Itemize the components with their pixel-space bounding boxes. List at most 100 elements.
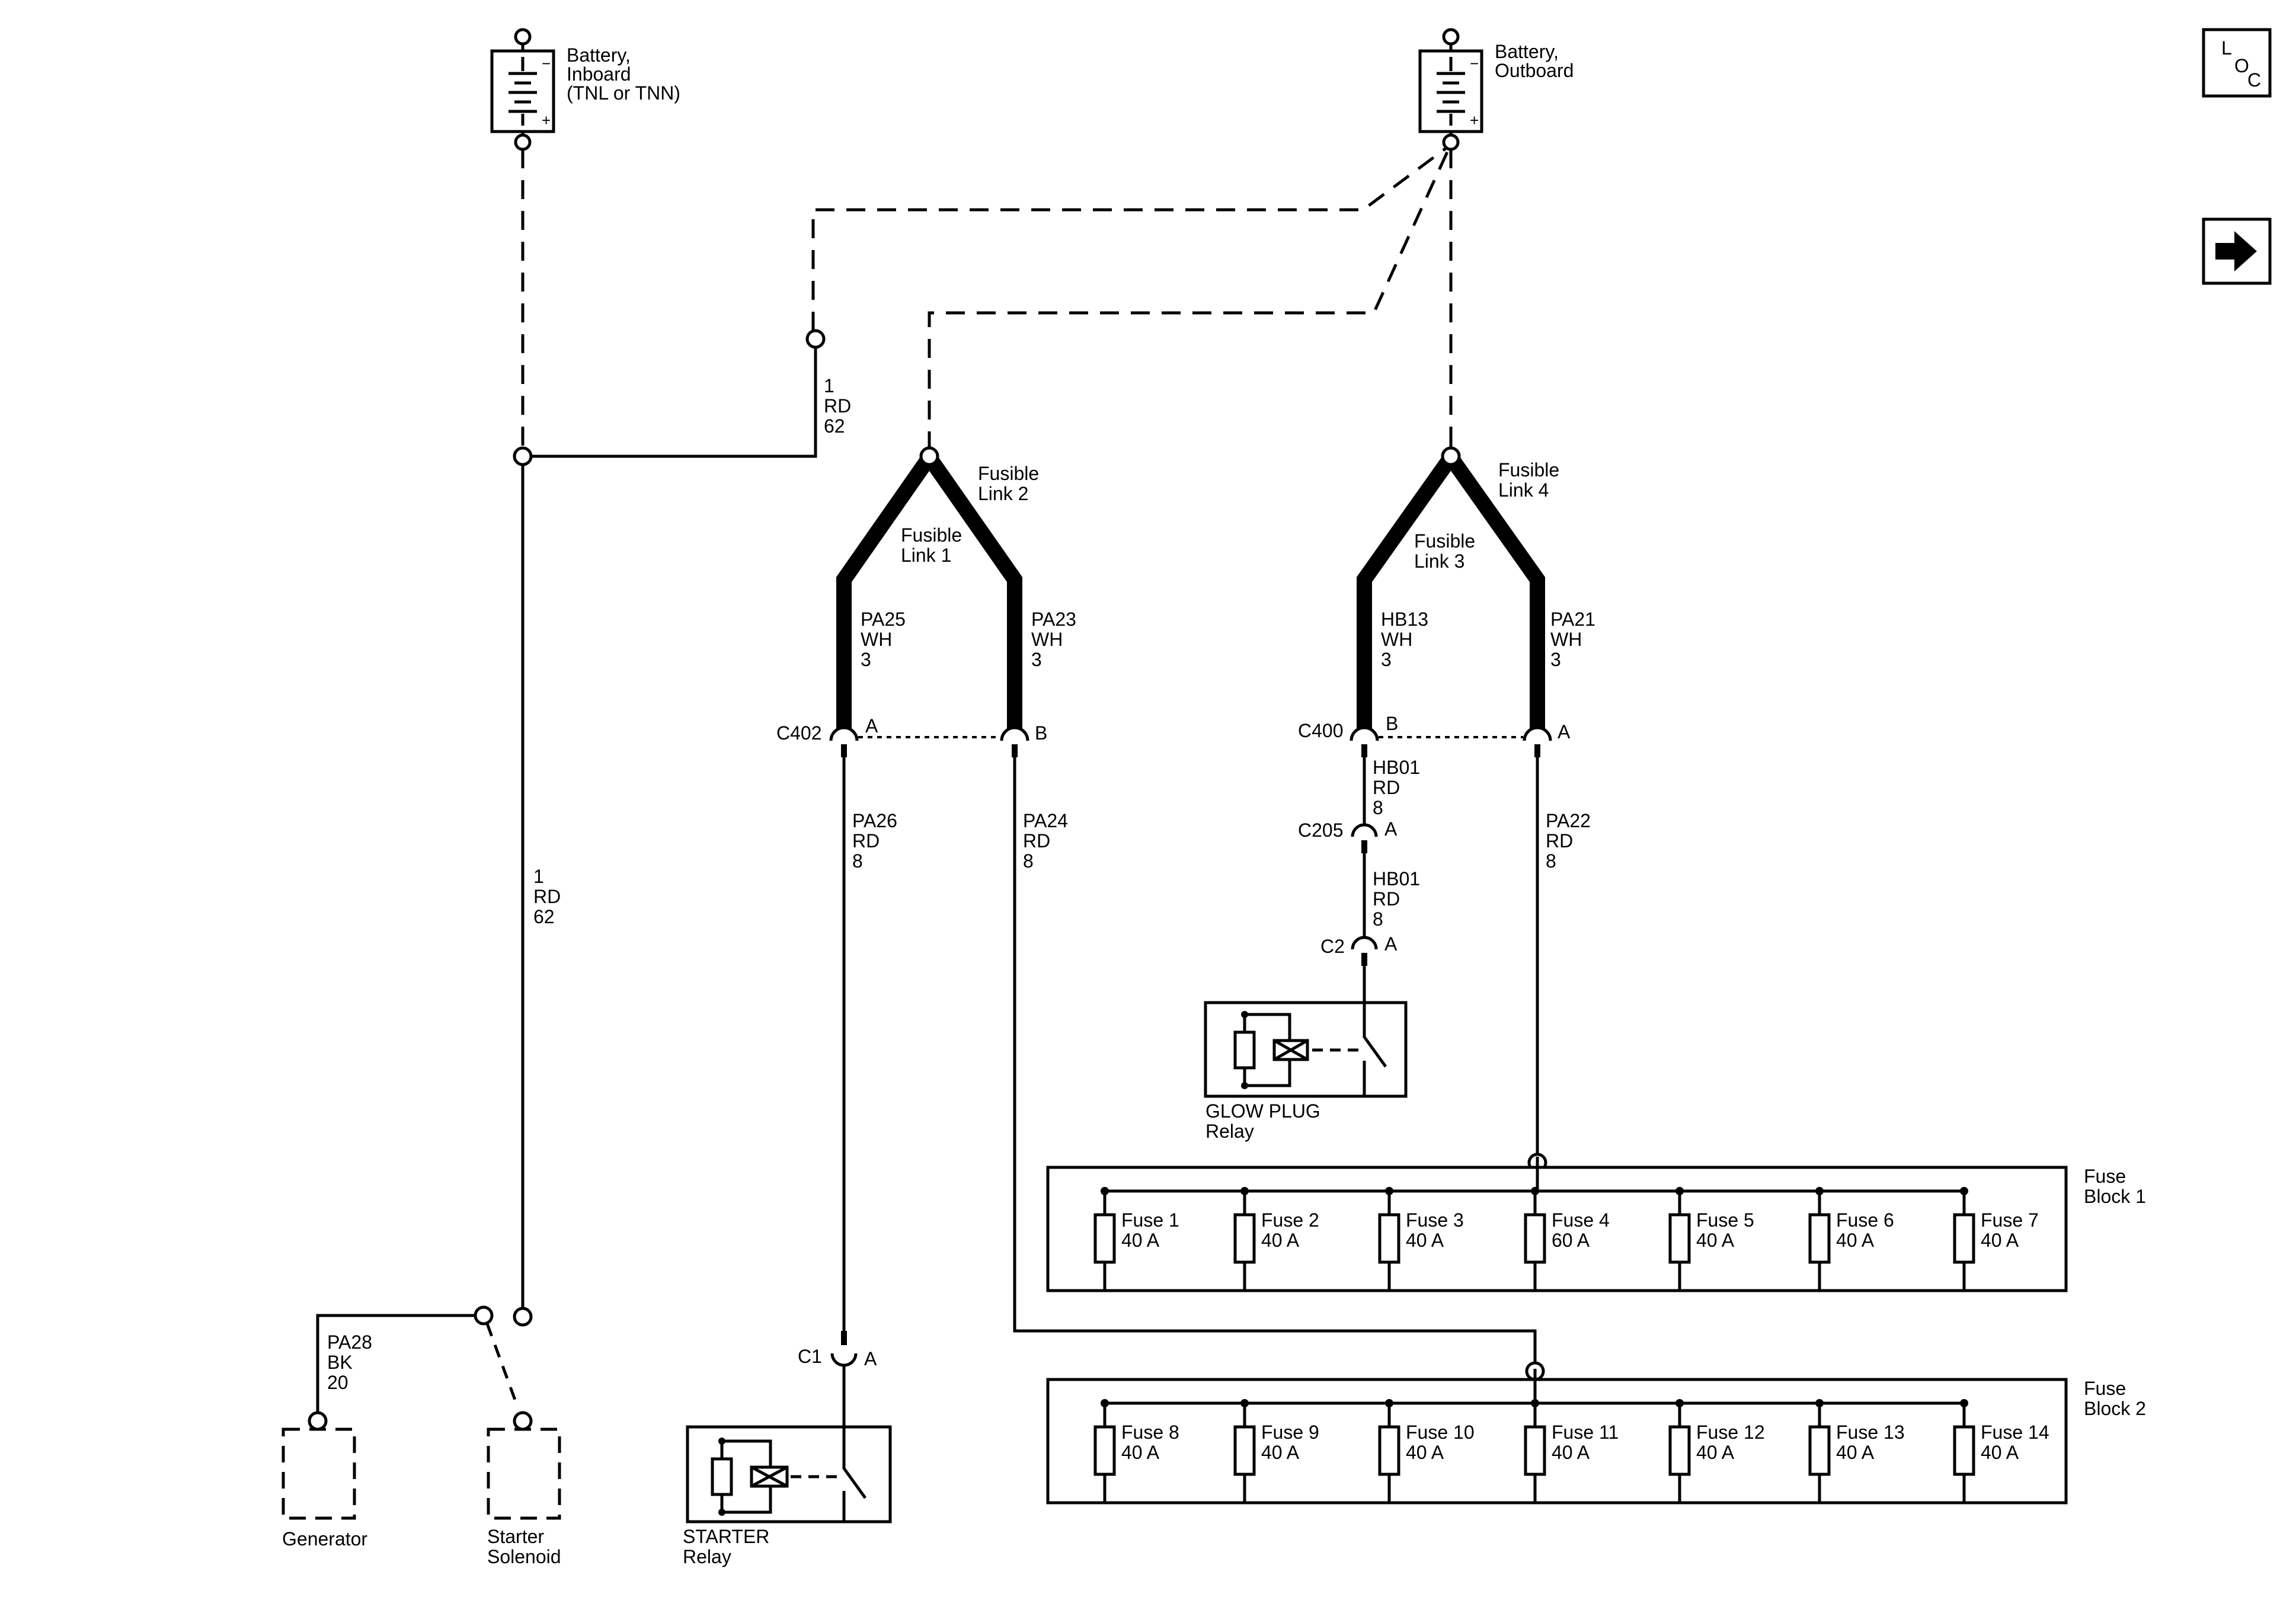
wire-label: RD	[1023, 830, 1050, 852]
loc-letter-c: C	[2247, 69, 2261, 91]
fusible-link-1-2-node	[919, 446, 939, 466]
wire-label: RD	[824, 395, 851, 417]
fuse-name-label: Fuse 5	[1696, 1209, 1754, 1231]
starter-solenoid-label-2: Solenoid	[487, 1546, 561, 1567]
fuse-element	[1233, 1213, 1256, 1264]
wire-label: 62	[824, 415, 845, 437]
fusible-link-label: Link 2	[978, 483, 1028, 504]
fuse-rating-label: 40 A	[1406, 1442, 1444, 1463]
fuse-name-label: Fuse 10	[1406, 1422, 1475, 1443]
fuse-name-label: Fuse 12	[1696, 1422, 1765, 1443]
battery-outboard-plus: +	[1470, 111, 1479, 129]
wire-label: PA28	[327, 1331, 372, 1353]
wire-label: 8	[852, 850, 863, 872]
fuse-8: Fuse 840 A	[1093, 1399, 1179, 1503]
wire-label: 1	[824, 375, 834, 396]
starter-relay-label-2: Relay	[683, 1546, 731, 1567]
fuse-rating-label: 40 A	[1121, 1230, 1160, 1251]
fusible-link-label: Fusible	[901, 524, 962, 546]
fusible-link-3-4-node	[1441, 446, 1461, 466]
connector-pin-label: A	[1384, 818, 1398, 840]
wire-label: WH	[1381, 629, 1412, 650]
connector-pin-label: A	[865, 715, 878, 737]
fuse-rating-label: 40 A	[1696, 1442, 1735, 1463]
fuse-1: Fuse 140 A	[1093, 1187, 1179, 1291]
fuse-name-label: Fuse 13	[1836, 1422, 1905, 1443]
connector-c205	[1351, 823, 1378, 853]
connector-pin-label: B	[1035, 722, 1047, 744]
wire-label: PA21	[1550, 609, 1595, 630]
fuse-element	[1953, 1213, 1975, 1264]
fuse-rating-label: 40 A	[1981, 1230, 2019, 1251]
fuse-block-frame	[1046, 1166, 2068, 1292]
fuse-rating-label: 40 A	[1552, 1442, 1590, 1463]
fusible-link-label: Link 3	[1414, 550, 1464, 572]
battery-inboard-label-3: (TNL or TNN)	[567, 82, 680, 104]
wire-label: HB01	[1373, 868, 1420, 889]
generator-terminal	[308, 1411, 328, 1431]
wire-label: RD	[533, 886, 561, 907]
connector-c2	[1351, 936, 1378, 966]
wire-label: 8	[1023, 850, 1034, 872]
next-page-button[interactable]	[2202, 217, 2272, 285]
wire-label: 3	[1381, 649, 1392, 670]
starter-solenoid-terminal-b	[513, 1307, 533, 1327]
fuse-6: Fuse 640 A	[1808, 1187, 1894, 1291]
fuse-rating-label: 60 A	[1552, 1230, 1590, 1251]
connector-label: C205	[1298, 820, 1344, 841]
connector-label: C2	[1320, 936, 1345, 957]
wire-label: 3	[1031, 649, 1042, 670]
splice-point-top	[805, 329, 826, 349]
outboard-cable-to-splice	[811, 146, 1447, 331]
starter-solenoid-terminal-s	[513, 1411, 533, 1431]
fuse-name-label: Fuse 7	[1981, 1209, 2039, 1231]
fuse-element	[1378, 1425, 1400, 1476]
battery-inboard-plus: +	[542, 111, 551, 129]
fusible-link-label: Fusible	[1498, 459, 1559, 481]
battery-outboard-minus: −	[1470, 55, 1479, 72]
wire-label: 8	[1373, 797, 1383, 818]
wire-label: PA25	[861, 609, 906, 630]
wire-label: HB01	[1373, 757, 1420, 778]
fuse-name-label: Fuse 4	[1552, 1209, 1610, 1231]
fuse-element	[1808, 1213, 1831, 1264]
splice-point-inboard	[513, 446, 533, 466]
starter-relay-label-1: STARTER	[683, 1526, 769, 1547]
fuse-block-1-label-1: Fuse	[2084, 1166, 2126, 1187]
generator-switch-terminal	[474, 1305, 494, 1326]
fuse-7: Fuse 740 A	[1953, 1187, 2039, 1291]
wire-label: HB13	[1381, 609, 1428, 630]
fuse-rating-label: 40 A	[1696, 1230, 1735, 1251]
fuse-rating-label: 40 A	[1836, 1442, 1875, 1463]
wire-label: PA26	[852, 810, 897, 831]
fuse-name-label: Fuse 8	[1121, 1422, 1179, 1443]
fuse-2: Fuse 240 A	[1233, 1187, 1319, 1291]
fuse-name-label: Fuse 1	[1121, 1209, 1179, 1231]
wire-label: WH	[1550, 629, 1582, 650]
connector-pin-label: A	[1558, 721, 1571, 742]
wire-label: WH	[1031, 629, 1063, 650]
wire-label: PA22	[1546, 810, 1591, 831]
wire-rd62-top	[531, 347, 817, 458]
glow-plug-relay	[1204, 1001, 1408, 1098]
connector-label: C1	[798, 1346, 822, 1367]
fuse-element	[1808, 1425, 1831, 1476]
fuse-name-label: Fuse 14	[1981, 1422, 2049, 1443]
connector-c402	[829, 726, 1029, 757]
connector-label: C402	[776, 722, 822, 744]
wire-label: 1	[533, 866, 544, 887]
outboard-cable-to-link-1-2	[928, 148, 1450, 450]
fuse-9: Fuse 940 A	[1233, 1399, 1319, 1503]
loc-letter-l: L	[2221, 37, 2232, 59]
fuse-element	[1953, 1425, 1975, 1476]
fusible-link-label: Fusible	[978, 463, 1039, 484]
connector-pin-label: A	[1384, 933, 1398, 955]
loc-button[interactable]: L O C	[2202, 28, 2272, 98]
arrow-right-icon	[2215, 231, 2257, 271]
starter-solenoid-label-1: Starter	[487, 1526, 544, 1547]
connector-label: C400	[1298, 720, 1344, 741]
